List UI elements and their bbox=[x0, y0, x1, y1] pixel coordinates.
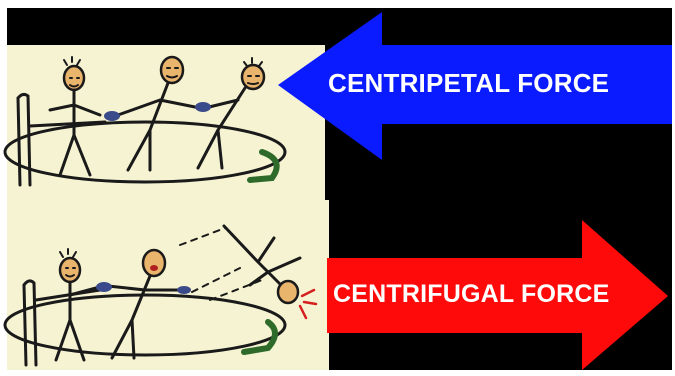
hands-joined-bottom bbox=[96, 282, 112, 292]
stick-figure-2 bbox=[118, 57, 200, 170]
stick-figure-1 bbox=[50, 57, 100, 175]
post-bottom bbox=[24, 281, 36, 365]
stick-figure-2-bottom bbox=[108, 250, 180, 358]
hands-joined-2 bbox=[195, 102, 211, 112]
orbit-ring-bottom bbox=[5, 295, 285, 355]
flung-stick-figure bbox=[224, 226, 316, 318]
flight-motion-lines bbox=[180, 228, 262, 300]
hands-joined-1 bbox=[104, 111, 120, 121]
top-scene bbox=[5, 57, 285, 185]
stick-figure-3 bbox=[198, 58, 264, 168]
centripetal-force-label: CENTRIPETAL FORCE bbox=[328, 68, 609, 99]
centrifugal-force-label: CENTRIFUGAL FORCE bbox=[333, 280, 610, 309]
stick-figure-1-bottom bbox=[56, 249, 96, 360]
orbit-ring-top bbox=[5, 122, 285, 182]
impact-spark bbox=[300, 290, 316, 318]
released-hand bbox=[177, 286, 191, 294]
bottom-scene bbox=[5, 226, 316, 365]
